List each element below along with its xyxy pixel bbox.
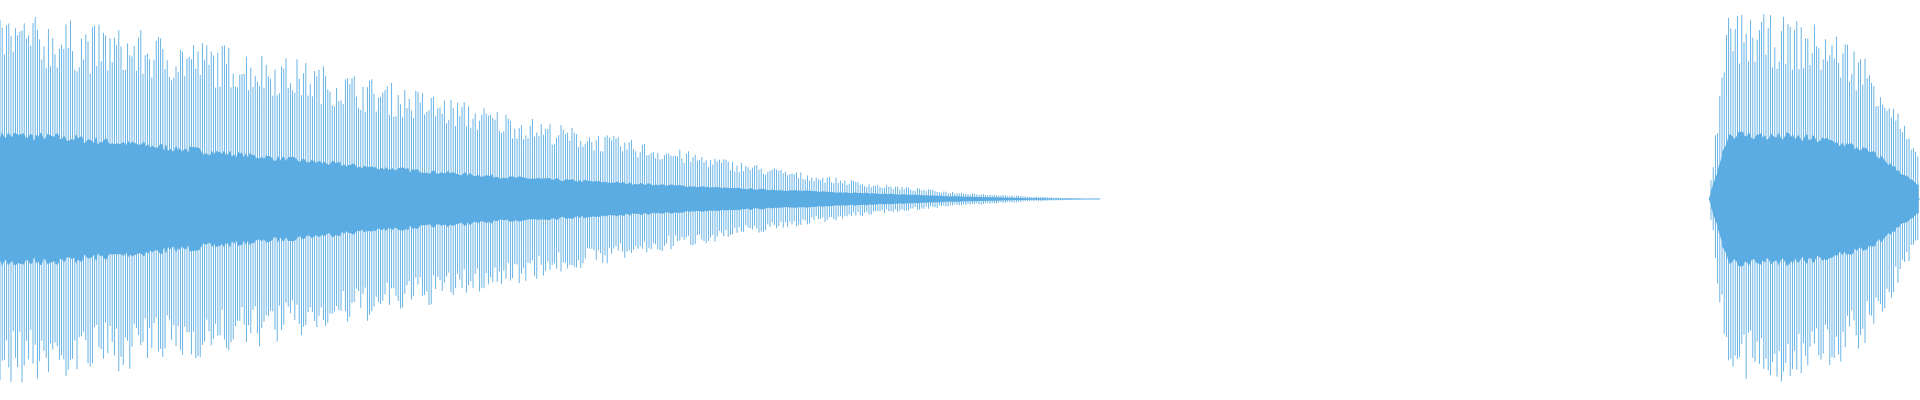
- waveform-segment-decaying-tone: [0, 17, 1101, 383]
- waveform-segment-tone-burst: [1708, 14, 1920, 382]
